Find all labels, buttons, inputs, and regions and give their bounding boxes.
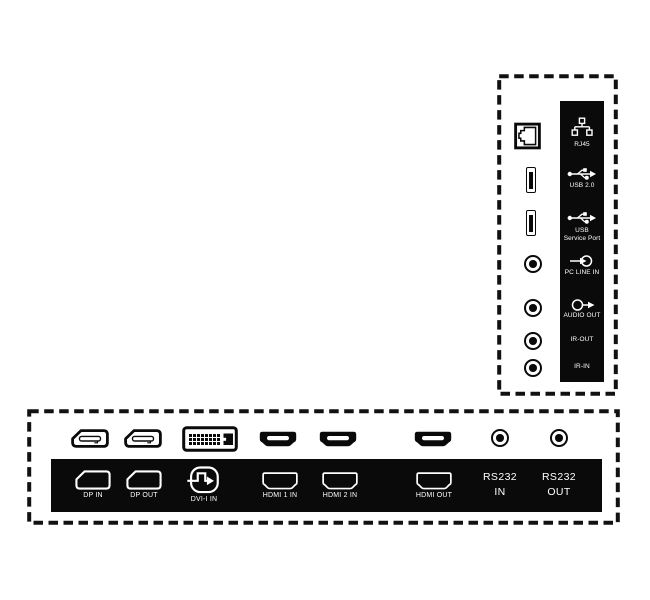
rj45-port <box>514 122 541 150</box>
port-label: PC LINE IN <box>564 269 600 276</box>
rs232-in-jack <box>491 429 509 447</box>
hdmi-connector-icon <box>322 472 358 490</box>
dp-out-port <box>124 429 162 448</box>
side-panel-dashed-outline <box>497 74 618 396</box>
ir-in-jack <box>524 359 542 377</box>
hdmi-connector-icon <box>416 472 452 490</box>
port-label: HDMI 1 IN <box>262 492 298 499</box>
side-connector-panel: RJ45 USB 2.0 USB <box>497 74 618 396</box>
ir-out-jack <box>524 332 542 350</box>
usb-port-1 <box>526 167 536 193</box>
dp-connector-icon <box>75 470 111 490</box>
port-label: USB 2.0 <box>569 182 595 189</box>
port-label: DP OUT <box>130 492 158 499</box>
bottom-panel-dashed-outline <box>27 409 620 525</box>
port-label-line1: RS232 <box>541 471 577 483</box>
line-in-icon <box>570 255 593 267</box>
dp-in-port <box>71 429 109 448</box>
port-label: DP IN <box>83 492 103 499</box>
dp-connector-icon <box>126 470 162 490</box>
port-label-line2: OUT <box>547 486 571 498</box>
bottom-connector-panel: DP IN DP OUT DVI-I IN HDMI 1 IN HD <box>27 409 620 525</box>
port-label-line1: RS232 <box>482 471 518 483</box>
port-label: AUDIO OUT <box>563 312 601 319</box>
hdmi-out-port <box>414 431 452 447</box>
port-label: USB <box>575 227 589 234</box>
usb-icon <box>567 212 596 224</box>
dvi-port <box>182 426 238 452</box>
side-label-strip: RJ45 USB 2.0 USB <box>560 101 604 382</box>
port-label: IR-OUT <box>570 336 594 343</box>
hdmi-1-port <box>259 431 297 447</box>
rs232-out-jack <box>550 429 568 447</box>
dvi-loop-icon <box>187 466 219 494</box>
port-label: HDMI 2 IN <box>322 492 358 499</box>
port-label: Service Port <box>563 235 601 242</box>
pc-line-in-jack <box>524 255 542 273</box>
bottom-label-strip: DP IN DP OUT DVI-I IN HDMI 1 IN HD <box>51 459 602 512</box>
usb-icon <box>567 168 596 180</box>
port-label: IR-IN <box>574 363 590 370</box>
port-label: RJ45 <box>574 141 590 148</box>
audio-out-jack <box>524 299 542 317</box>
port-label-line2: IN <box>494 486 506 498</box>
hdmi-2-port <box>319 431 357 447</box>
port-label: RS232 IN <box>470 470 530 500</box>
usb-port-2 <box>526 210 536 236</box>
port-label: RS232 OUT <box>529 470 589 500</box>
line-out-icon <box>571 299 595 311</box>
hdmi-connector-icon <box>262 472 298 490</box>
port-label: HDMI OUT <box>415 492 453 499</box>
network-icon <box>571 117 593 136</box>
port-label: DVI-I IN <box>190 496 218 503</box>
